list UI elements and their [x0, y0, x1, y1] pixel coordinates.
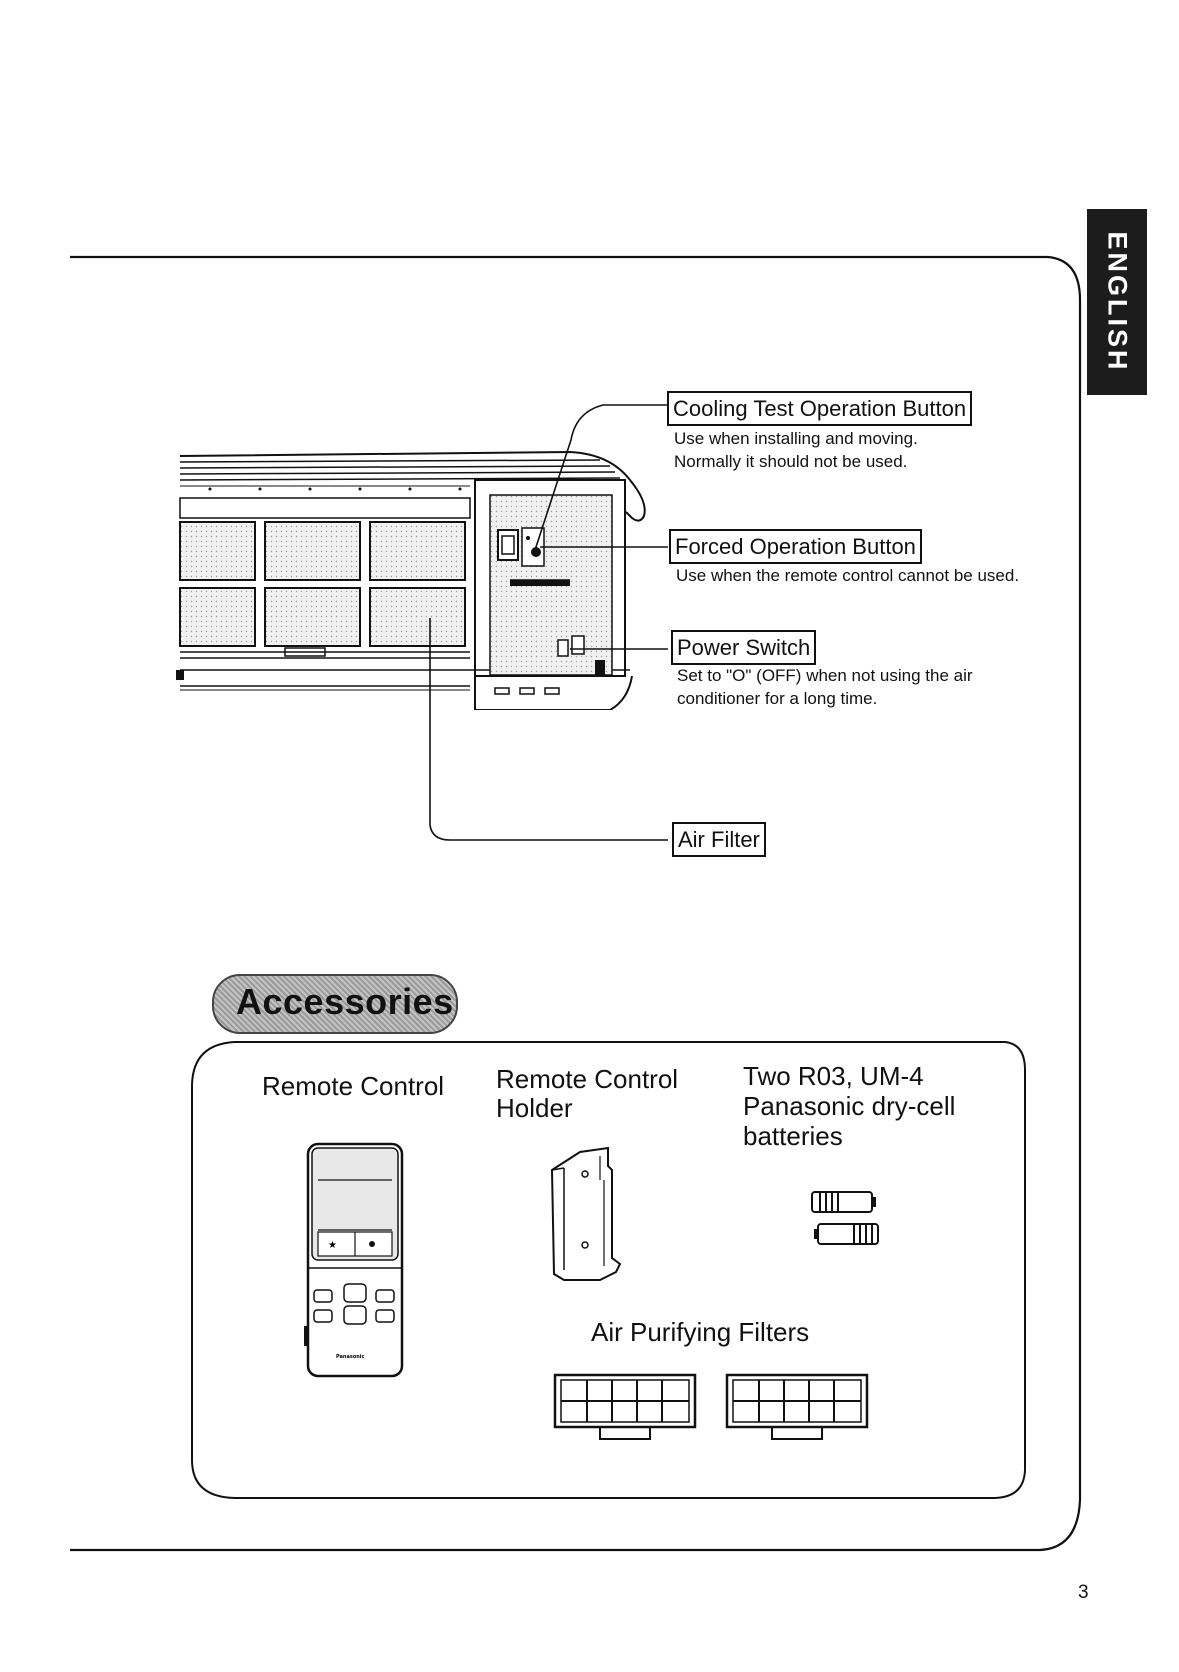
cooling-test-desc-1: Use when installing and moving.: [674, 429, 918, 448]
holder-label-1: Remote Control: [496, 1064, 679, 1094]
remote-brand-text: Panasonic: [336, 1354, 365, 1360]
remote-holder-illustration: [550, 1146, 622, 1281]
remote-control-label: Remote Control: [262, 1071, 445, 1101]
power-switch-desc-1: Set to "O" (OFF) when not using the air: [677, 666, 973, 685]
remote-control-illustration: ★ Panasonic: [304, 1142, 404, 1378]
accessories-heading-text: Accessories: [236, 981, 454, 1022]
batteries-illustration: [811, 1191, 879, 1245]
cooling-test-desc-2: Normally it should not be used.: [674, 452, 908, 471]
air-purifying-filters-label: Air Purifying Filters: [591, 1317, 810, 1347]
svg-text:★: ★: [328, 1240, 337, 1251]
batteries-label-3: batteries: [743, 1121, 843, 1151]
forced-operation-desc-1: Use when the remote control cannot be us…: [676, 566, 1020, 585]
air-purifying-filter-2: [725, 1373, 869, 1440]
air-purifying-filter-1: [553, 1373, 697, 1440]
holder-label-2: Holder: [496, 1093, 573, 1123]
batteries-label-2: Panasonic dry-cell: [743, 1091, 956, 1121]
air-filter-label: Air Filter: [672, 822, 766, 857]
power-switch-label: Power Switch: [671, 630, 817, 665]
cooling-test-button-label: Cooling Test Operation Button: [667, 391, 973, 426]
batteries-label-1: Two R03, UM-4: [743, 1061, 924, 1091]
forced-operation-button-label: Forced Operation Button: [669, 529, 922, 564]
power-switch-desc-2: conditioner for a long time.: [677, 689, 878, 708]
page-number: 3: [1078, 1582, 1089, 1603]
indoor-unit-illustration: [176, 450, 646, 710]
accessories-heading: Accessories: [212, 974, 458, 1034]
language-tab: ENGLISH: [1087, 209, 1147, 395]
